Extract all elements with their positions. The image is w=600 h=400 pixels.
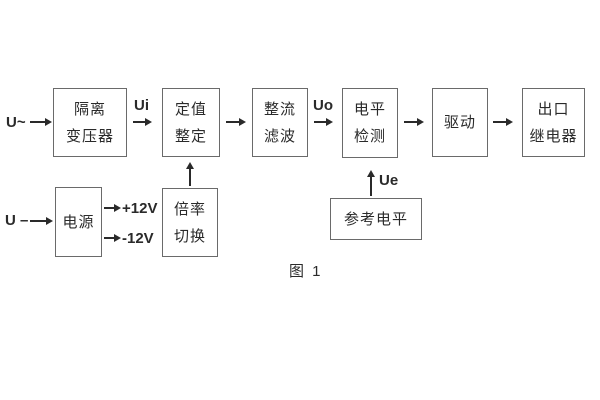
block-label: 倍率 [173,200,206,218]
block-power-supply: 电源 [55,187,102,257]
arrow-ac-input [30,118,52,126]
label-ac-input: U~ [6,114,26,131]
block-label: 切换 [173,227,206,245]
block-label: 驱动 [443,114,476,131]
block-rectifier-filter: 整流 滤波 [252,88,308,157]
block-label: 电平 [353,101,386,118]
block-label: 滤波 [263,127,296,145]
block-label: 隔离 [73,100,106,118]
label-dc-input: U – [5,212,29,229]
block-label: 参考电平 [343,210,408,228]
block-setting-adjust: 定值 整定 [162,88,220,157]
arrow-driver-to-relay [493,118,513,126]
block-ratio-switch: 倍率 切换 [162,188,218,257]
arrow-setting-to-rectifier [226,118,246,126]
block-label: 整定 [174,127,207,145]
label-ue: Ue [379,172,399,189]
arrow-ue [367,170,375,196]
block-label: 变压器 [65,127,114,145]
block-label: 电源 [62,213,95,231]
block-driver: 驱动 [432,88,488,157]
block-label: 出口 [537,100,570,118]
block-output-relay: 出口 继电器 [522,88,585,157]
label-uo: Uo [313,97,333,114]
block-label: 继电器 [529,127,578,145]
arrow-dc-input [30,217,53,225]
arrow-minus-12v [104,234,121,242]
arrow-ratio-to-setting [186,162,194,186]
figure-caption: 图 1 [289,263,323,280]
arrow-ui [133,118,152,126]
block-label: 定值 [174,100,207,118]
block-level-detect: 电平 检测 [342,88,398,158]
block-label: 整流 [263,100,296,118]
block-label: 检测 [353,128,386,145]
block-reference-level: 参考电平 [330,198,422,240]
arrow-detect-to-driver [404,118,424,126]
block-isolation-transformer: 隔离 变压器 [53,88,127,157]
label-plus-12v: +12V [122,200,158,217]
label-minus-12v: -12V [122,230,154,247]
arrow-plus-12v [104,204,121,212]
arrow-uo [314,118,333,126]
label-ui: Ui [134,97,149,114]
